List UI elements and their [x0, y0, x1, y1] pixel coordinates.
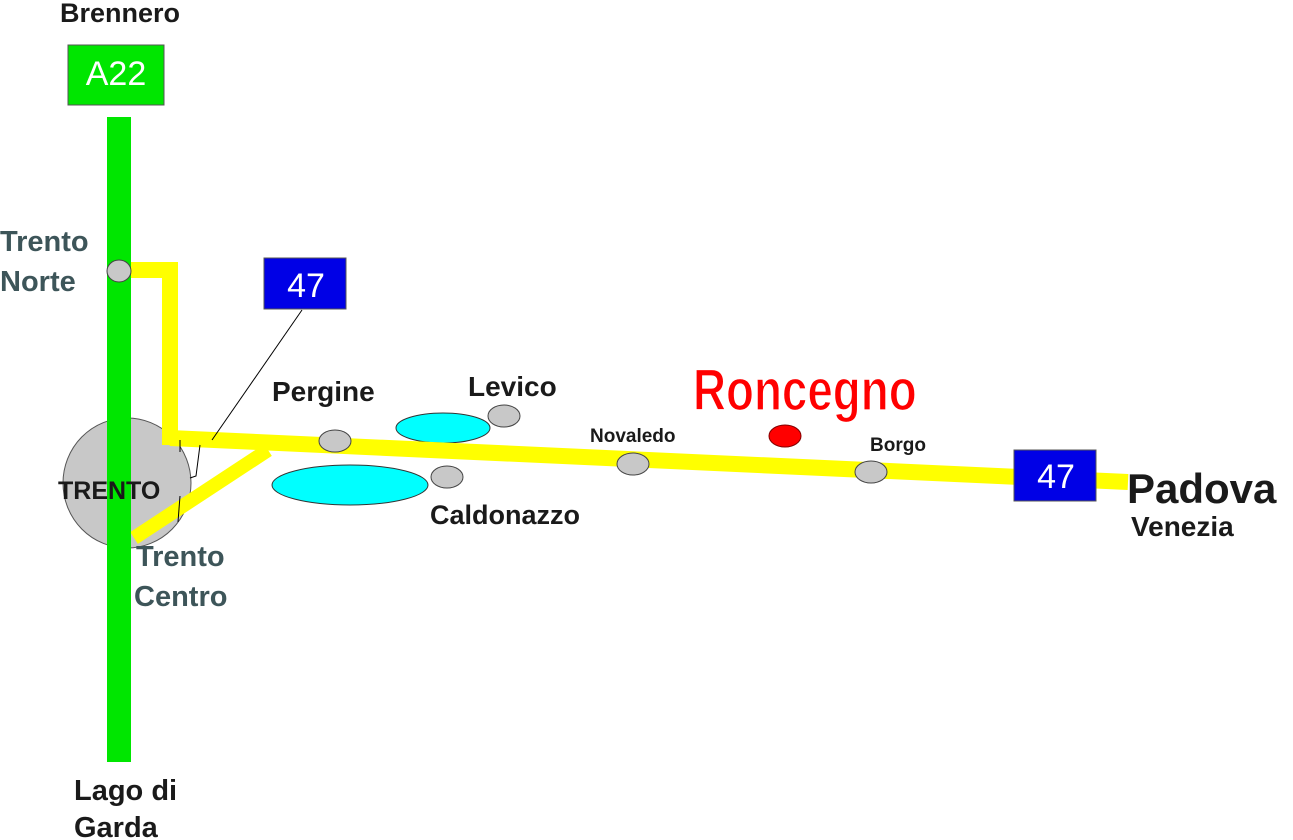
shield-ss47-north-label: 47: [287, 267, 325, 305]
label-venezia: Venezia: [1131, 511, 1234, 542]
label-brennero: Brennero: [60, 0, 180, 28]
marker-roncegno: [768, 424, 802, 448]
label-pergine: Pergine: [272, 376, 375, 407]
shield-a22-box: [67, 44, 165, 106]
marker-caldonazzo: [430, 465, 464, 489]
road-trento-norte-link: [120, 262, 178, 445]
label-novaledo: Novaledo: [590, 426, 676, 447]
road-trento-centro-link: [130, 444, 272, 544]
leader-shield-47: [211, 309, 303, 441]
label-trento-norte-line1: Trento: [0, 226, 89, 258]
shield-ss47-north-box: [263, 257, 347, 310]
lake-levico: [395, 412, 491, 444]
shield-ss47-east-box: [1013, 449, 1097, 502]
marker-pergine: [318, 429, 352, 453]
marker-levico: [487, 404, 521, 428]
label-trento-centro-line2: Centro: [134, 581, 227, 613]
label-trento-centro-line1: Trento: [136, 541, 225, 573]
marker-borgo: [854, 460, 888, 484]
shield-ss47-east: 47: [1013, 449, 1097, 502]
label-roncegno: Roncegno: [693, 359, 917, 423]
shield-a22: A22: [67, 44, 165, 106]
lake-caldonazzo: [271, 464, 429, 506]
label-caldonazzo: Caldonazzo: [430, 500, 580, 530]
label-borgo: Borgo: [870, 435, 926, 456]
label-lago-line2: Garda: [74, 812, 159, 840]
shield-ss47-north: 47: [263, 257, 347, 310]
town-markers: [106, 259, 888, 489]
label-padova: Padova: [1127, 465, 1277, 512]
leader-junction-2: [189, 444, 201, 479]
marker-novaledo: [616, 452, 650, 476]
label-trento-norte-line2: Norte: [0, 266, 76, 298]
label-levico: Levico: [468, 371, 557, 402]
leader-lines: [177, 309, 303, 523]
marker-trento-norte: [106, 259, 132, 283]
shield-ss47-east-label: 47: [1037, 458, 1075, 496]
label-trento-city: TRENTO: [58, 477, 160, 505]
shield-a22-label: A22: [86, 55, 147, 93]
label-lago-line1: Lago di: [74, 775, 177, 807]
leader-junction-3: [177, 495, 181, 523]
motorway-a22: [107, 117, 131, 762]
